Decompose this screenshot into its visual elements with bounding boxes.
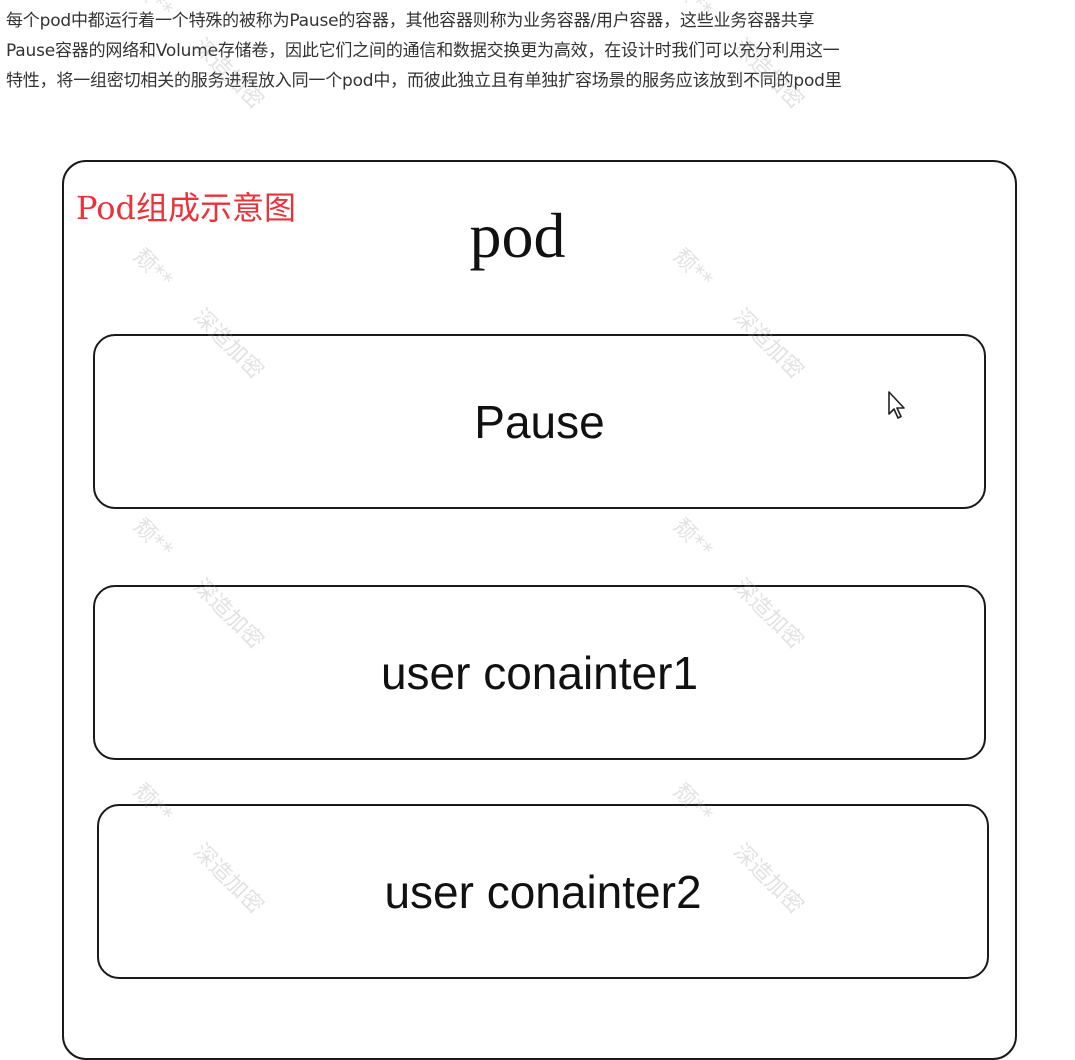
intro-line-1: 每个pod中都运行着一个特殊的被称为Pause的容器，其他容器则称为业务容器/用… [6,11,815,31]
diagram-caption: Pod组成示意图 [76,189,296,227]
pause-container-label: Pause [474,395,605,448]
mouse-pointer-icon [888,391,905,419]
user-container-2-label: user conainter2 [384,865,702,918]
user-container-2-box: user conainter2 [97,804,989,979]
intro-line-3: 特性，将一组密切相关的服务进程放入同一个pod中，而彼此独立且有单独扩容场景的服… [6,71,842,91]
pod-title: pod [469,200,566,271]
pause-container-box: Pause [93,334,986,509]
user-container-1-label: user conainter1 [380,646,699,699]
user-container-1-box: user conainter1 [93,585,986,760]
intro-line-2: Pause容器的网络和Volume存储卷，因此它们之间的通信和数据交换更为高效，… [6,41,840,61]
intro-paragraph: 每个pod中都运行着一个特殊的被称为Pause的容器，其他容器则称为业务容器/用… [6,6,1071,96]
